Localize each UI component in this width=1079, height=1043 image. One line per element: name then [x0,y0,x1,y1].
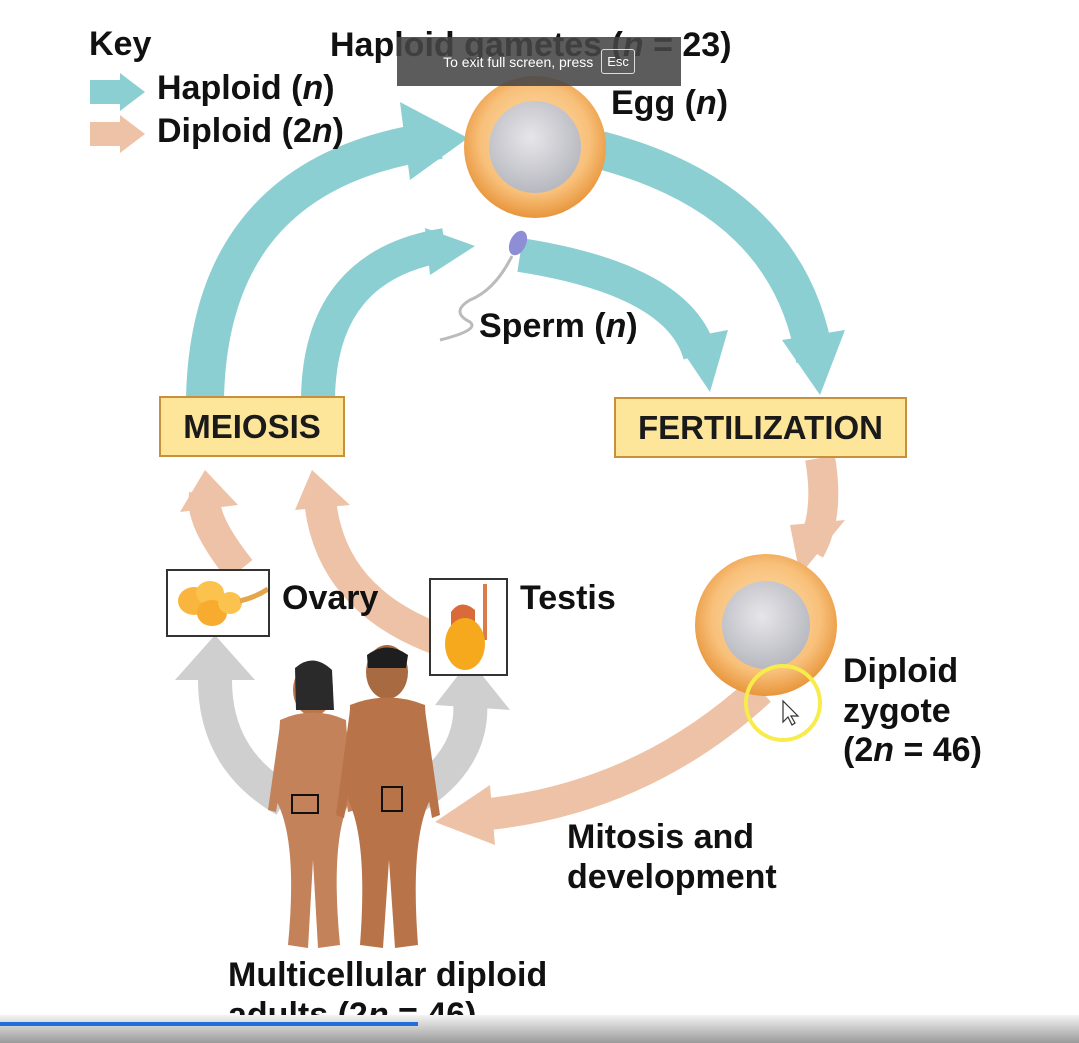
zygote-line1: Diploid [843,652,959,690]
diploid-arrowhead-zygote [790,520,845,575]
zygote-line3: (2n = 46) [843,731,982,769]
ovary-label: Ovary [282,579,379,617]
adults-line1: Multicellular diploid [228,956,548,994]
haploid-arc-inner-left [301,228,449,399]
esc-key-badge: Esc [601,49,635,74]
testis-label: Testis [520,579,616,617]
haploid-arc-outer-right [595,131,834,364]
key-haploid-label: Haploid (n) [157,69,335,107]
testis-icon [445,584,487,670]
haploid-arrowhead-inner-right [675,330,728,392]
diploid-arrowhead-meiosis-left [180,470,238,512]
key-diploid-arrow [90,115,145,153]
sperm-head-icon [508,230,528,256]
ovary-icon [178,581,270,626]
haploid-arrowhead-outer-right [782,330,845,395]
cursor-highlight-ring [744,664,822,742]
gray-arrowhead-ovary [175,635,255,680]
key-diploid-label: Diploid (2n) [157,112,344,150]
sperm-tail-icon [439,255,514,342]
egg-nucleus-icon [489,101,581,193]
egg-label: Egg (n) [611,84,729,122]
gray-arrow-to-ovary [198,679,294,815]
video-progress-track[interactable] [0,1015,1079,1043]
fertilization-box: FERTILIZATION [614,397,907,458]
fullscreen-toast-text: To exit full screen, press [443,53,594,70]
fullscreen-exit-toast: To exit full screen, press Esc [397,37,681,86]
zygote-line2: zygote [843,692,951,730]
video-progress-fill[interactable] [0,1022,418,1026]
mitosis-line1: Mitosis and [567,818,755,856]
diploid-arrow-zygote-adults [478,678,771,831]
haploid-arrowhead-outer-left [400,102,468,180]
diploid-arrowhead-adults [435,785,495,845]
man-figure-icon [336,645,440,948]
sperm-label: Sperm (n) [479,307,638,345]
ovary-image-frame [166,569,270,637]
haploid-arrowhead-inner-left [425,228,475,275]
testis-image-frame [429,578,508,676]
zygote-nucleus-icon [722,581,810,669]
woman-gonad-marker [291,794,319,814]
diploid-arrowhead-meiosis-right [295,470,350,510]
gray-arrowhead-testis [435,660,510,710]
haploid-arc-outer-left [186,121,443,399]
key-haploid-arrow [90,73,145,111]
man-gonad-marker [381,786,403,812]
meiosis-box: MEIOSIS [159,396,345,457]
key-title: Key [89,25,152,63]
mouse-cursor-icon [782,699,800,726]
mitosis-line2: development [567,858,777,896]
diploid-arrow-testis-meiosis [304,498,446,656]
